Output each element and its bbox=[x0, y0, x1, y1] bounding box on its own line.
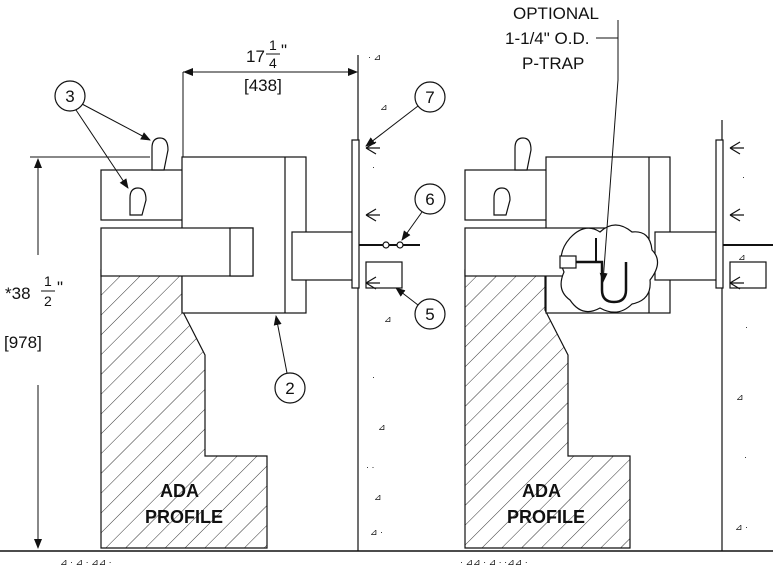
callout-2 bbox=[273, 315, 306, 404]
p-trap-leader bbox=[599, 20, 619, 283]
svg-text:· ⊿: · ⊿ bbox=[368, 52, 381, 62]
profile-label-right: PROFILE bbox=[507, 507, 585, 527]
bubbler-icon bbox=[129, 137, 169, 216]
bubbler-icon bbox=[493, 137, 532, 216]
height-inch-mark: " bbox=[57, 278, 63, 297]
svg-text:⊿ · ⊿ · ⊿⊿ ·: ⊿ · ⊿ · ⊿⊿ · bbox=[60, 557, 112, 567]
svg-text:·: · bbox=[745, 322, 748, 332]
profile-label-left: PROFILE bbox=[145, 507, 223, 527]
callout-7-number: 7 bbox=[425, 88, 434, 107]
callout-6-number: 6 bbox=[425, 190, 434, 209]
p-trap-note-line1: OPTIONAL bbox=[513, 4, 599, 23]
p-trap-cutout bbox=[559, 224, 659, 313]
left-wall: ⊿ · ⊿ · ⊿ · · ⊿ ⊿ · · ⊿ bbox=[357, 52, 392, 551]
svg-text:·: · bbox=[372, 162, 375, 172]
ada-profile-right bbox=[464, 269, 631, 549]
svg-text:· ⊿⊿ · ⊿ · ·⊿⊿ ·: · ⊿⊿ · ⊿ · ·⊿⊿ · bbox=[460, 557, 528, 567]
width-dimension bbox=[182, 68, 358, 157]
callout-5-number: 5 bbox=[425, 305, 434, 324]
svg-text:⊿ ·: ⊿ · bbox=[735, 522, 748, 532]
svg-text:·: · bbox=[744, 452, 747, 462]
height-prefix: *38 bbox=[5, 284, 31, 303]
svg-text:· ·: · · bbox=[366, 462, 375, 472]
callout-3-number: 3 bbox=[65, 87, 74, 106]
p-trap-note-line2: 1-1/4" O.D. bbox=[505, 29, 589, 48]
svg-text:⊿: ⊿ bbox=[384, 314, 392, 324]
ada-label-right: ADA bbox=[522, 481, 561, 501]
svg-text:⊿ ·: ⊿ · bbox=[370, 527, 383, 537]
p-trap-note-line3: P-TRAP bbox=[522, 54, 584, 73]
fountain-left bbox=[100, 139, 420, 314]
callout-5 bbox=[395, 287, 446, 330]
width-frac-den: 4 bbox=[269, 55, 277, 71]
svg-text:⊿: ⊿ bbox=[380, 102, 388, 112]
svg-text:·: · bbox=[742, 172, 745, 182]
height-metric: [978] bbox=[4, 333, 42, 352]
wall-anchors-right bbox=[729, 141, 744, 290]
width-metric: [438] bbox=[244, 76, 282, 95]
width-frac-num: 1 bbox=[269, 37, 277, 53]
callout-7 bbox=[365, 81, 446, 147]
svg-text:⊿: ⊿ bbox=[736, 392, 744, 402]
callout-2-number: 2 bbox=[285, 379, 294, 398]
callout-3 bbox=[54, 80, 151, 189]
svg-text:⊿: ⊿ bbox=[374, 492, 382, 502]
width-inch-mark: " bbox=[281, 41, 287, 60]
height-frac-num: 1 bbox=[44, 273, 52, 289]
svg-text:·: · bbox=[372, 372, 375, 382]
callout-6 bbox=[401, 183, 446, 241]
width-whole: 17 bbox=[246, 47, 265, 66]
svg-text:⊿: ⊿ bbox=[378, 422, 386, 432]
svg-text:⊿: ⊿ bbox=[738, 252, 746, 262]
height-frac-den: 2 bbox=[44, 293, 52, 309]
ada-label-left: ADA bbox=[160, 481, 199, 501]
